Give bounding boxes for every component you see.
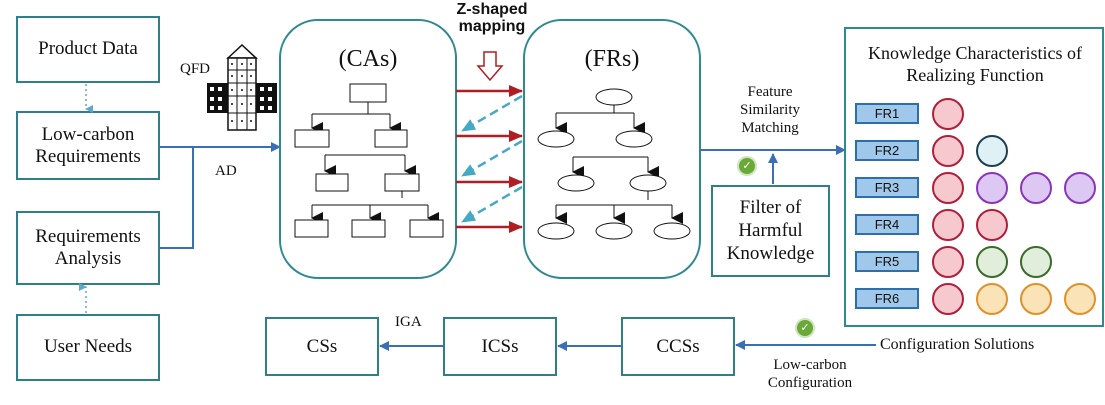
low-carbon-configuration-line2: Configuration — [767, 375, 853, 391]
knowledge-circle-purple — [976, 172, 1008, 204]
fr-tag-fr1: FR1 — [855, 103, 919, 124]
low-carbon-requirements-line1: Low-carbon — [41, 124, 135, 145]
z-mapping-down-arrow-icon — [476, 51, 504, 82]
knowledge-circle-orange — [976, 283, 1008, 315]
knowledge-circle-red — [932, 209, 964, 241]
low-carbon-requirements-line2: Requirements — [35, 145, 141, 167]
filter-line2: Harmful — [738, 219, 803, 241]
low-carbon-requirements-label: Low-carbon Requirements — [17, 124, 159, 168]
ccss-label: CCSs — [656, 336, 700, 357]
filter-box — [711, 185, 830, 277]
z-mapping-arrows — [456, 85, 523, 233]
knowledge-circle-red — [976, 209, 1008, 241]
check-icon-feature: ✓ — [737, 156, 757, 176]
ccss-box — [621, 317, 735, 376]
knowledge-circle-green — [976, 246, 1008, 278]
filter-line3: Knowledge — [726, 242, 815, 264]
feature-matching-line2: Similarity — [740, 102, 800, 118]
requirements-analysis-line1: Requirements — [35, 226, 141, 247]
requirements-analysis-line2: Analysis — [54, 247, 122, 269]
knowledge-circle-red — [932, 98, 964, 130]
knowledge-circles — [932, 98, 1096, 315]
requirements-analysis-box — [16, 211, 160, 285]
cas-panel — [279, 19, 457, 279]
knowledge-circle-red — [932, 135, 964, 167]
fr-tag-fr3: FR3 — [855, 177, 919, 198]
cas-title: (CAs) — [338, 46, 398, 72]
filter-label: Filter of Harmful Knowledge — [712, 197, 829, 265]
knowledge-title-line2: Realizing Function — [906, 64, 1044, 85]
z-mapping-label: Z-shaped mapping — [432, 1, 552, 36]
feature-matching-line1: Feature — [747, 84, 793, 100]
filter-line1: Filter of — [739, 197, 802, 218]
knowledge-circle-teal — [976, 135, 1008, 167]
knowledge-circle-red — [932, 172, 964, 204]
knowledge-circle-purple — [1064, 172, 1096, 204]
knowledge-circle-orange — [1064, 283, 1096, 315]
fr-tag-fr2: FR2 — [855, 140, 919, 161]
qfd-house-icon — [207, 43, 277, 131]
knowledge-title: Knowledge Characteristics of Realizing F… — [847, 43, 1103, 86]
knowledge-circle-red — [932, 246, 964, 278]
knowledge-circle-red — [932, 283, 964, 315]
line-ra-to-cas — [159, 147, 194, 249]
ad-label: AD — [215, 163, 237, 179]
qfd-label: QFD — [180, 61, 211, 77]
user-needs-label: User Needs — [43, 336, 133, 357]
fr-tag-fr6: FR6 — [855, 288, 919, 309]
frs-tree — [537, 88, 691, 240]
requirements-analysis-label: Requirements Analysis — [17, 226, 159, 270]
user-needs-box — [16, 314, 160, 381]
fr-tag-fr4: FR4 — [855, 214, 919, 235]
feature-matching-label: Feature Similarity Matching — [720, 83, 820, 137]
low-carbon-configuration-line1: Low-carbon — [773, 357, 847, 373]
low-carbon-requirements-box — [16, 111, 160, 180]
product-data-box — [16, 16, 160, 83]
knowledge-circle-green — [1020, 246, 1052, 278]
frs-title: (FRs) — [584, 46, 640, 72]
iga-label: IGA — [395, 314, 422, 330]
knowledge-circle-orange — [1020, 283, 1052, 315]
css-label: CSs — [306, 336, 338, 357]
fr-tag-fr5: FR5 — [855, 251, 919, 272]
knowledge-circle-purple — [1020, 172, 1052, 204]
product-data-label: Product Data — [38, 38, 138, 59]
z-mapping-line2: mapping — [458, 17, 526, 35]
check-icon-config: ✓ — [795, 318, 815, 338]
configuration-solutions-label: Configuration Solutions — [880, 336, 1035, 353]
css-box — [265, 317, 379, 376]
low-carbon-configuration-label: Low-carbon Configuration — [748, 356, 872, 392]
knowledge-title-line1: Knowledge Characteristics of — [868, 43, 1082, 63]
icss-label: ICSs — [481, 336, 519, 357]
cas-tree — [294, 83, 444, 238]
feature-matching-line3: Matching — [741, 120, 799, 136]
icss-box — [443, 317, 557, 376]
z-mapping-line1: Z-shaped — [456, 1, 528, 18]
